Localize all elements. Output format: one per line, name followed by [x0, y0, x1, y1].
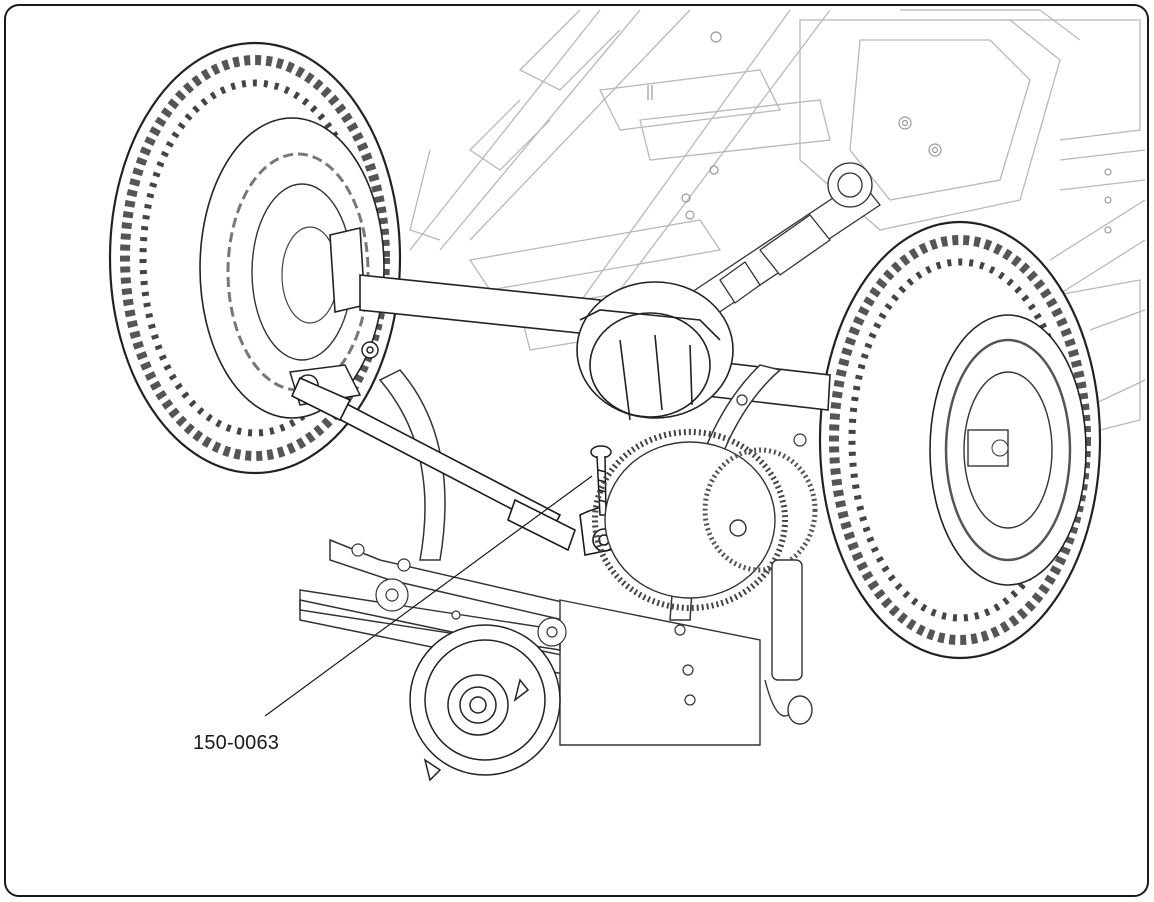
right-wheel — [818, 220, 1102, 660]
page-frame — [4, 4, 1149, 897]
motor — [409, 624, 561, 782]
screw — [590, 445, 612, 516]
bolt-heads — [351, 394, 807, 706]
chassis-fittings — [647, 31, 1112, 234]
left-wheel — [108, 41, 402, 475]
callout-leader-line — [264, 475, 593, 717]
callout-label: 150-0063 — [193, 732, 280, 754]
drive-shaft — [679, 162, 881, 326]
shock-absorber — [764, 559, 813, 725]
